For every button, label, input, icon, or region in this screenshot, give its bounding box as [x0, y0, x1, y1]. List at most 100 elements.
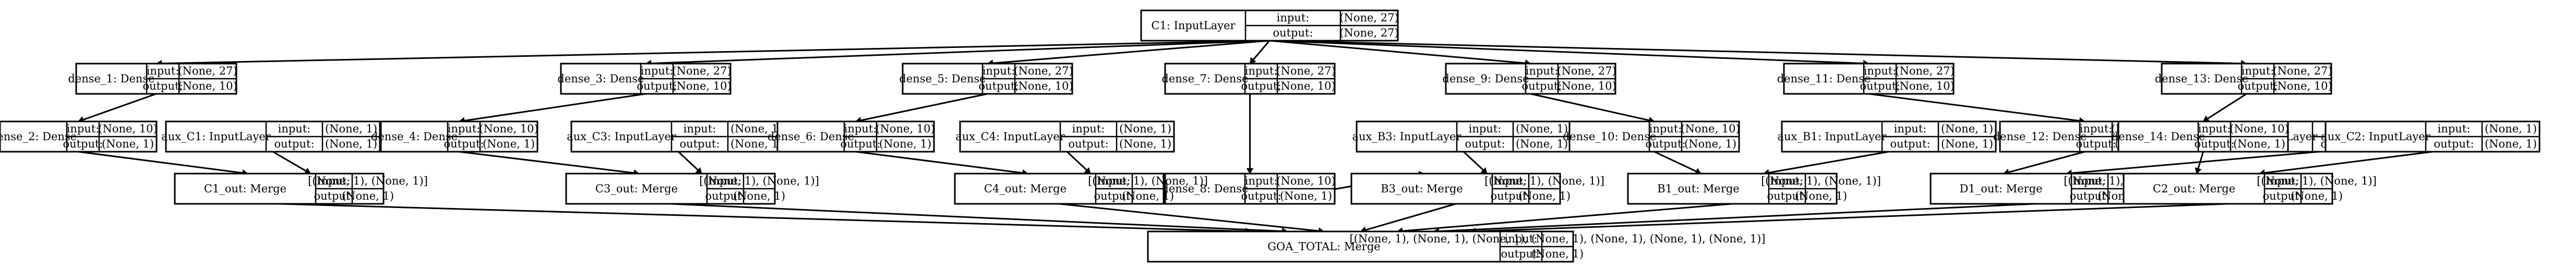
- edge-line: [279, 203, 1246, 233]
- layer-title: dense_2: Dense: [0, 130, 77, 143]
- edge-dense-7-to-dense-8: [1246, 94, 1254, 174]
- output-port-label: output:: [2237, 80, 2278, 92]
- edge-line: [1463, 151, 1484, 171]
- input-port-label: input:: [1526, 65, 1559, 77]
- edge-line: [1439, 203, 2035, 233]
- output-port-label: output:: [978, 80, 1019, 92]
- input-port-label: input:: [2438, 123, 2471, 135]
- arrow-head-icon: [2195, 167, 2202, 174]
- output-port-label: output:: [444, 138, 484, 150]
- edge-line: [78, 151, 243, 174]
- input-port-label: input:: [318, 175, 351, 187]
- output-shape: (None, 1): [1516, 138, 1568, 150]
- layer-title: dense_3: Dense: [557, 72, 644, 85]
- output-port-label: output:: [1068, 138, 1108, 150]
- output-port-label: output:: [274, 138, 314, 150]
- edge-line: [1365, 203, 1456, 231]
- layer-title: dense_1: Dense: [68, 72, 154, 85]
- output-port-label: output:: [1860, 80, 1900, 92]
- input-port-label: input:: [1277, 11, 1310, 24]
- layer-title: dense_4: Dense: [371, 130, 458, 143]
- output-port-label: output:: [1521, 80, 1562, 92]
- edge-line: [2197, 151, 2204, 169]
- input-shape: (None, 10): [479, 123, 538, 135]
- edge-aux-d1-to-d1-out: [2066, 151, 2320, 177]
- output-port-label: output:: [2069, 190, 2110, 202]
- arrow-head-icon: [1246, 168, 1254, 174]
- input-shape: (None, 10): [98, 123, 157, 135]
- edge-line: [459, 151, 634, 174]
- layer-title: C1_out: Merge: [204, 182, 286, 195]
- input-shape: [(None, 1), (None, 1)]: [699, 175, 819, 187]
- edge-dense-10-to-b1-out: [1654, 151, 1702, 175]
- output-shape: (None, 1): [1795, 190, 1847, 202]
- input-shape: [(None, 1), (None, 1)]: [308, 175, 428, 187]
- edge-line: [670, 203, 1283, 233]
- output-shape: (None, 1): [1531, 248, 1584, 260]
- layer-title: B3_out: Merge: [1381, 182, 1463, 195]
- input-port-label: input:: [641, 65, 674, 77]
- edge-aux-c1-to-c1-out: [272, 151, 311, 174]
- edge-line: [272, 151, 307, 172]
- output-shape: (None, 10): [2273, 80, 2332, 92]
- output-shape: (None, 27): [1339, 27, 1398, 39]
- input-port-label: input:: [684, 123, 716, 135]
- input-port-label: input:: [2198, 123, 2231, 135]
- output-port-label: output:: [2194, 138, 2234, 150]
- output-shape: (None, 10): [1014, 80, 1073, 92]
- input-shape: (None, 27): [1557, 65, 1616, 77]
- input-shape: (None, 1): [2485, 123, 2537, 135]
- layer-title: dense_14: Dense: [2112, 130, 2206, 143]
- output-shape: (None, 1): [483, 138, 535, 150]
- edge-b3-out-to-goa-total: [1360, 203, 1456, 234]
- output-port-label: output:: [637, 80, 677, 92]
- edge-line: [1868, 93, 2080, 122]
- edge-dense-13-to-dense-14: [2202, 93, 2247, 122]
- input-shape: (None, 27): [1276, 65, 1335, 77]
- input-shape: (None, 10): [1681, 123, 1740, 135]
- edge-line: [1768, 151, 1889, 174]
- edge-line: [992, 40, 1270, 64]
- input-shape: (None, 27): [1339, 11, 1398, 24]
- input-port-label: input:: [1072, 123, 1105, 135]
- input-shape: (None, 10): [1276, 175, 1335, 187]
- edge-dense-11-to-dense-12: [1868, 93, 2086, 125]
- output-port-label: output:: [705, 190, 745, 202]
- layer-title: dense_7: Dense: [1161, 72, 1248, 85]
- edge-line: [860, 93, 988, 121]
- input-shape: [(None, 1), (None, 1), (None, 1), (None,…: [1350, 233, 1766, 245]
- edge-dense-2-to-c1-out: [78, 151, 248, 177]
- edge-line: [1269, 40, 1526, 64]
- output-shape: (None, 1): [1941, 138, 1993, 150]
- layer-title: dense_13: Dense: [2155, 72, 2249, 85]
- edge-c1-to-dense-11: [1269, 40, 1870, 67]
